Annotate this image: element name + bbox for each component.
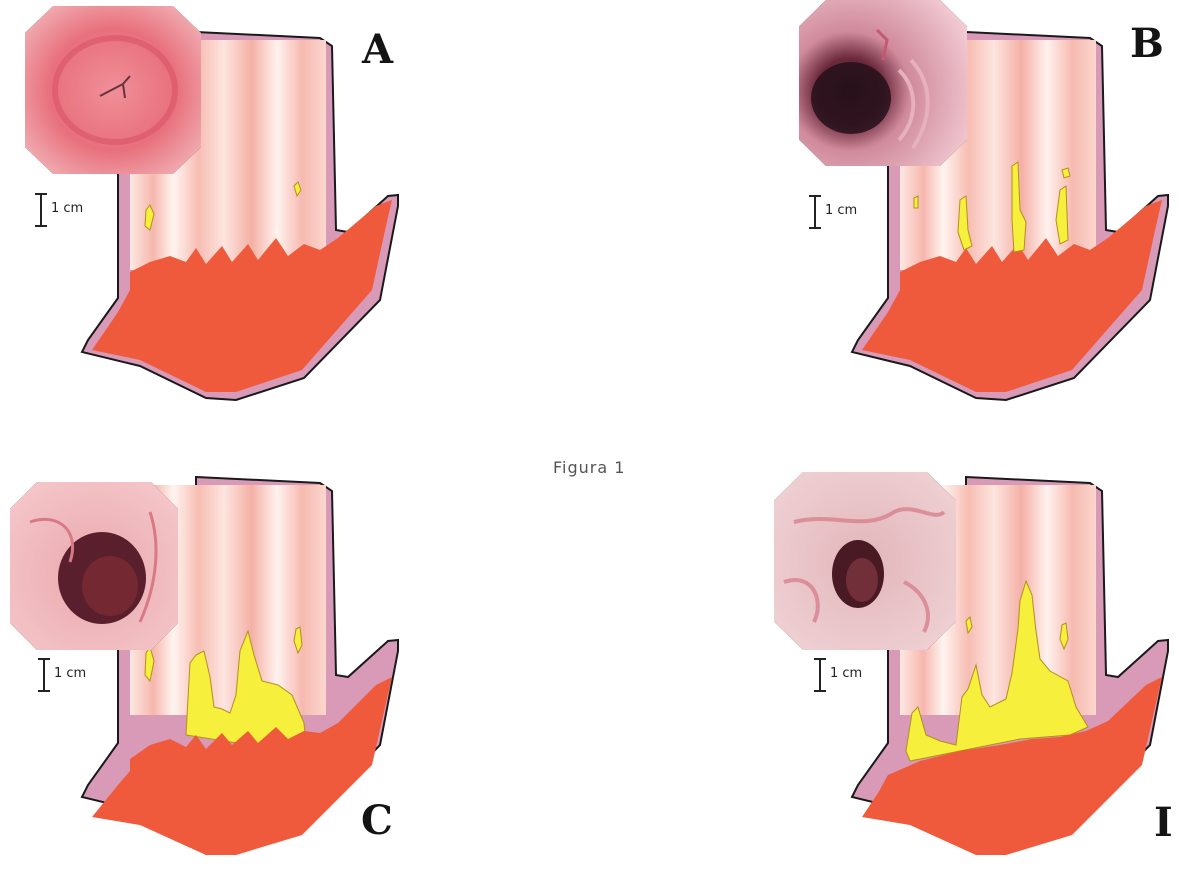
scale-bar: 1 cm (807, 192, 877, 232)
scale-label: 1 cm (51, 201, 83, 216)
panel-i: 1 cm I (770, 445, 1170, 865)
scale-bar: 1 cm (812, 655, 882, 695)
figure-caption: Figura 1 (553, 458, 625, 477)
endoscopy-image-c (10, 482, 178, 650)
endoscopy-image-b (799, 0, 967, 166)
metaplasia-island (1062, 168, 1070, 178)
panel-c: 1 cm C (0, 445, 400, 865)
endoscopy-image-i (774, 472, 956, 650)
panel-a: 1 cm A (0, 0, 400, 420)
panel-b: 1 cm B (770, 0, 1170, 420)
panel-letter: C (361, 801, 393, 841)
endoscopy-image-a (25, 6, 201, 174)
scale-label: 1 cm (830, 666, 862, 681)
panel-letter: B (1130, 24, 1164, 64)
panel-letter: A (362, 30, 393, 70)
scale-label: 1 cm (825, 203, 857, 218)
metaplasia-island (914, 196, 918, 208)
panel-letter: I (1154, 803, 1173, 843)
scale-bar: 1 cm (36, 655, 106, 695)
scale-bar: 1 cm (33, 190, 103, 230)
scale-label: 1 cm (54, 666, 86, 681)
